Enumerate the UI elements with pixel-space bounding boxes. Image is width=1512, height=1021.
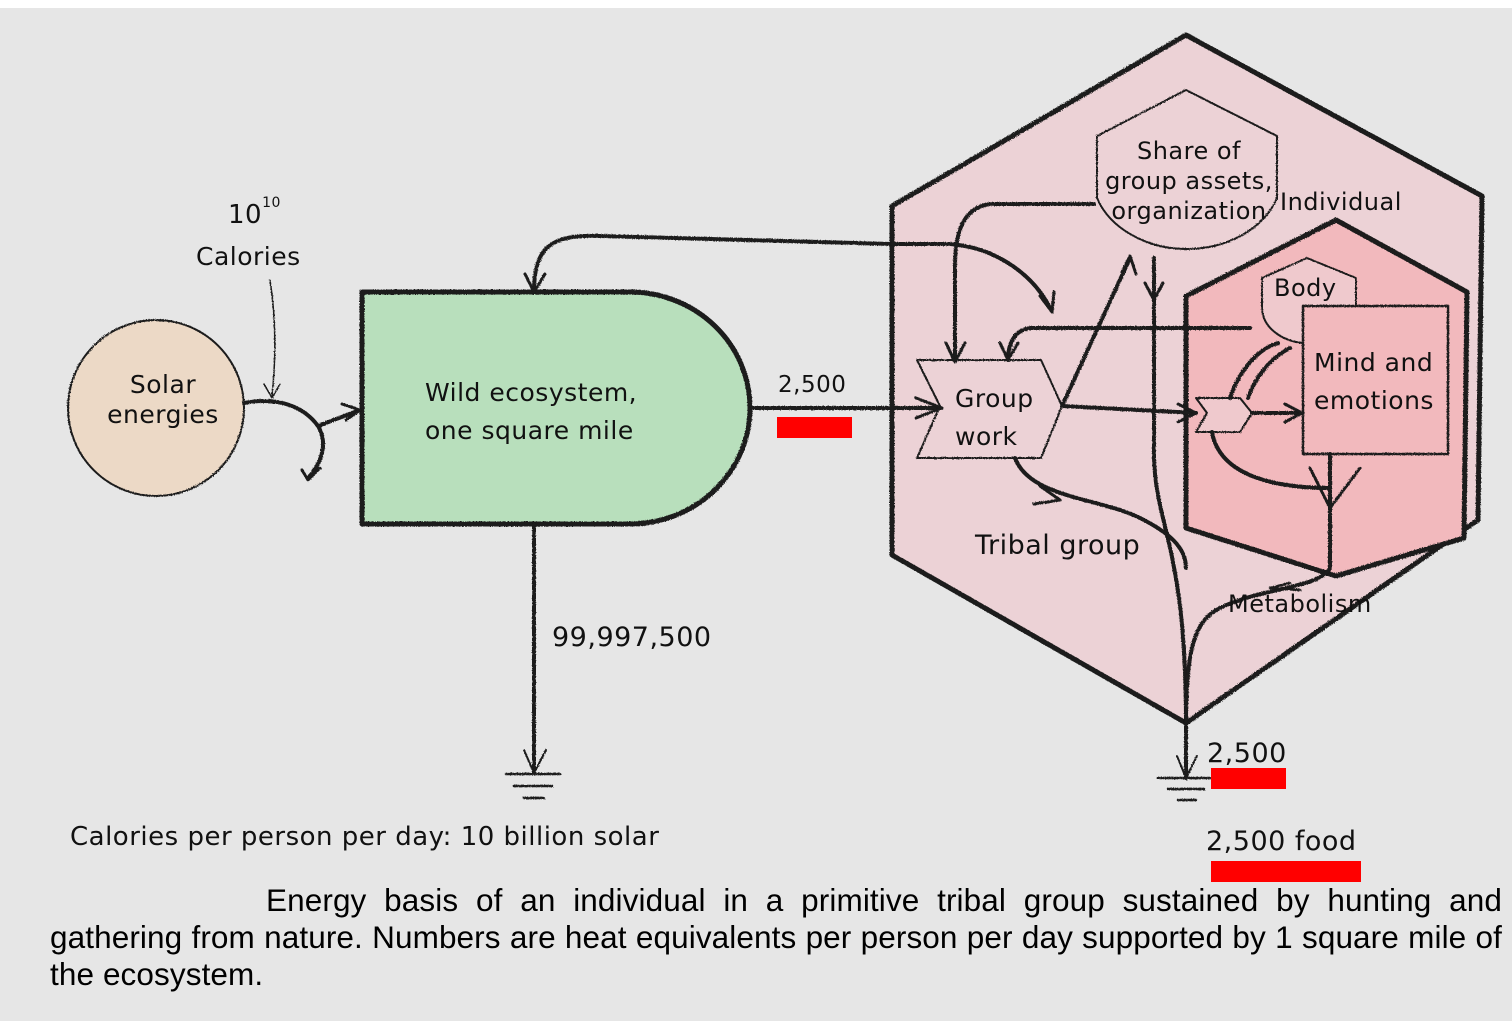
mind-box bbox=[1301, 304, 1450, 456]
food-summary-text: 2,500 food bbox=[1206, 826, 1357, 857]
solar-summary-text: Calories per person per day: 10 billion … bbox=[70, 822, 660, 852]
ecosystem-heat-sink-value: 99,997,500 bbox=[552, 622, 712, 653]
group-heat-sink-value: 2,500 bbox=[1207, 738, 1287, 769]
figure-caption: Energy basis of an individual in a primi… bbox=[50, 882, 1502, 993]
ecosystem-output-value: 2,500 bbox=[778, 372, 847, 398]
group-work-label: Group work bbox=[955, 384, 1034, 451]
solar-exponent-label: 1010 bbox=[228, 195, 281, 230]
group-assets-label: Share of group assets, organization bbox=[1105, 137, 1273, 225]
mind-label: Mind and emotions bbox=[1314, 348, 1434, 415]
redaction-bar bbox=[777, 417, 852, 438]
caption-text: Energy basis of an individual in a primi… bbox=[50, 882, 1502, 992]
redaction-bar bbox=[1211, 768, 1286, 789]
body-label: Body bbox=[1274, 274, 1337, 302]
redaction-bar bbox=[1211, 861, 1361, 882]
tribal-group-label: Tribal group bbox=[975, 530, 1141, 561]
solar-exponent: 10 bbox=[262, 195, 281, 212]
solar-circle bbox=[67, 319, 245, 497]
individual-label: Individual bbox=[1280, 188, 1402, 216]
diagram-canvas: 1010 Calories Solar energies Wild ecosys… bbox=[0, 8, 1512, 1021]
ecosystem-shape bbox=[359, 289, 753, 527]
solar-unit-label: Calories bbox=[196, 242, 301, 271]
diagram-lines bbox=[67, 32, 1485, 802]
individual-work-shape bbox=[1195, 397, 1253, 433]
metabolism-label: Metabolism bbox=[1228, 590, 1372, 618]
ecosystem-label: Wild ecosystem, one square mile bbox=[425, 378, 638, 445]
solar-label: Solar energies bbox=[107, 370, 219, 429]
group-assets-storage bbox=[1096, 89, 1278, 250]
